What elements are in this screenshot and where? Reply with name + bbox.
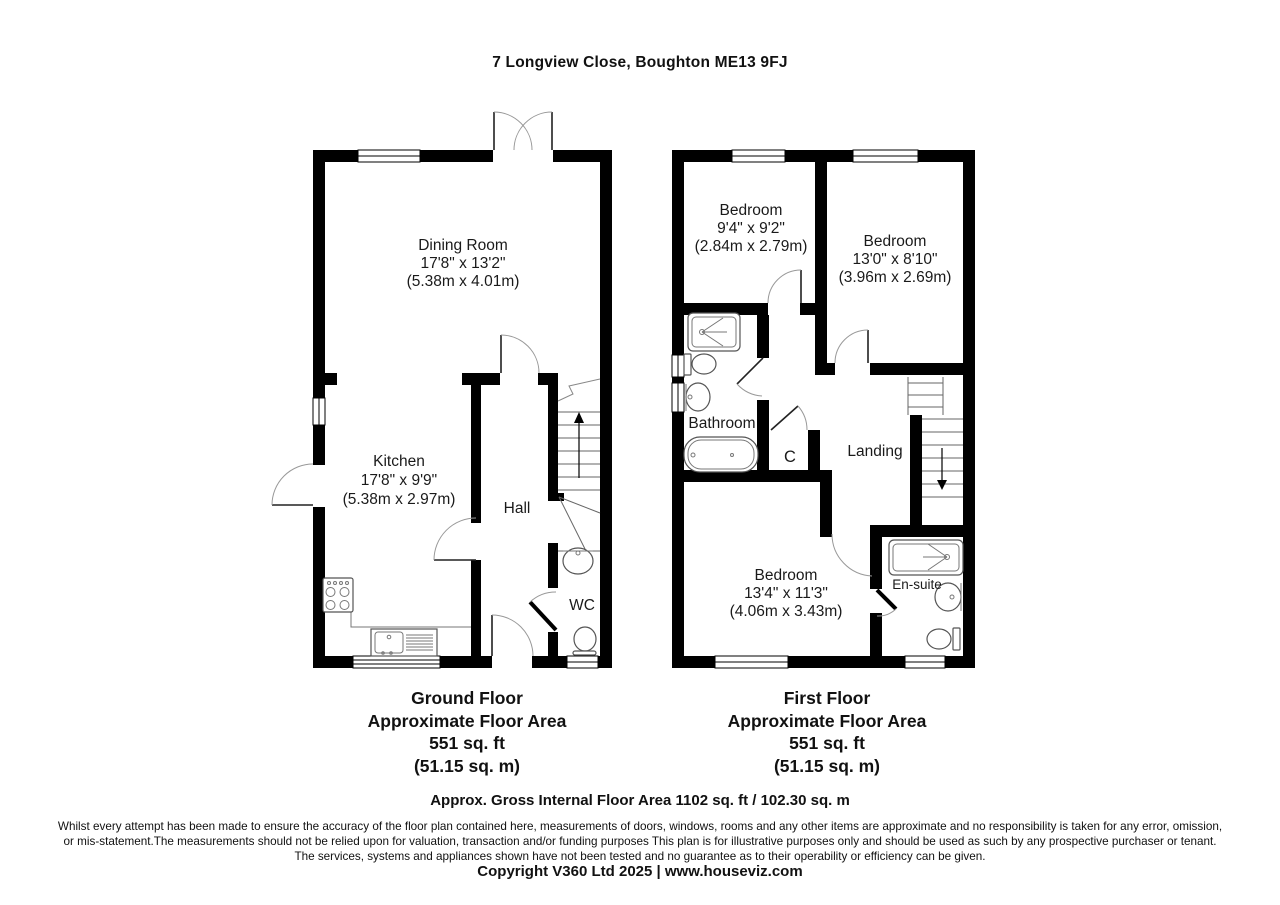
door-bathroom xyxy=(736,357,764,397)
disclaimer-line-3: The services, systems and appliances sho… xyxy=(294,849,986,863)
window-ensuite-bottom xyxy=(904,655,946,669)
ground-floor-title: Ground Floor xyxy=(411,688,523,708)
ground-floor-area-ft: 551 sq. ft xyxy=(429,733,505,753)
stairs-down-arrow xyxy=(937,448,947,490)
window-bedroom2-top xyxy=(852,149,919,163)
cupboard-label: C xyxy=(784,448,796,466)
bedroom1-dims-imperial: 9'4" x 9'2" xyxy=(717,220,785,237)
ensuite-shower-icon xyxy=(888,539,964,576)
window-dining-top xyxy=(357,149,421,163)
window-bedroom3-bottom xyxy=(714,655,789,669)
door-bedroom1 xyxy=(767,269,802,304)
bathroom-shower-icon xyxy=(687,312,741,352)
ground-staircase xyxy=(557,378,601,552)
first-floor-area-m: (51.15 sq. m) xyxy=(773,755,881,776)
copyright-line: Copyright V360 Ltd 2025 | www.houseviz.c… xyxy=(477,863,803,880)
ground-walls xyxy=(313,150,612,668)
bedroom3-dims-imperial: 13'4" x 11'3" xyxy=(744,585,828,602)
disclaimer-line-2: or mis-statement.The measurements should… xyxy=(63,834,1217,848)
disclaimer-text: Whilst every attempt has been made to en… xyxy=(55,820,1225,864)
gross-internal-area: Approx. Gross Internal Floor Area 1102 s… xyxy=(430,792,850,809)
ensuite-toilet-icon xyxy=(926,627,961,651)
hall-label: Hall xyxy=(504,500,531,517)
hob-icon xyxy=(322,577,354,613)
bedroom2-dims-imperial: 13'0" x 8'10" xyxy=(852,251,937,268)
ensuite-basin-icon xyxy=(934,582,962,612)
door-hall-to-dining xyxy=(500,334,540,374)
first-floor-area-ft: 551 sq. ft xyxy=(789,733,865,753)
first-windows xyxy=(671,149,946,669)
door-hall-to-kitchen xyxy=(433,517,477,561)
ground-doors xyxy=(271,111,558,657)
front-door xyxy=(491,614,534,657)
wc-basin-icon xyxy=(562,547,594,575)
dining-room-dims-imperial: 17'8" x 13'2" xyxy=(420,255,505,272)
door-bedroom3 xyxy=(831,533,874,577)
side-entrance-door xyxy=(271,463,314,506)
door-cupboard xyxy=(770,405,808,431)
first-doors xyxy=(736,269,898,617)
kitchen-dims-metric: (5.38m x 2.97m) xyxy=(343,491,456,508)
ground-windows xyxy=(312,149,599,669)
window-bathroom-left-lower xyxy=(671,382,685,413)
disclaimer-line-1: Whilst every attempt has been made to en… xyxy=(57,820,1223,833)
window-wc-bottom xyxy=(566,655,599,669)
ground-floor-area-m: (51.15 sq. m) xyxy=(413,755,521,776)
property-address: 7 Longview Close, Boughton ME13 9FJ xyxy=(492,54,788,71)
first-staircase xyxy=(907,377,963,498)
door-bedroom2 xyxy=(834,329,869,364)
kitchen-label: Kitchen xyxy=(373,453,425,470)
door-ensuite xyxy=(875,588,898,617)
stairs-up-arrow xyxy=(574,412,584,478)
bedroom2-dims-metric: (3.96m x 2.69m) xyxy=(839,269,952,286)
french-doors-dining xyxy=(493,111,553,151)
ground-floor-summary: Ground Floor Approximate Floor Area 551 … xyxy=(311,687,623,777)
bathtub-icon xyxy=(683,436,759,473)
ground-floor-plan: Dining Room 17'8" x 13'2" (5.38m x 4.01m… xyxy=(271,111,612,669)
landing-label: Landing xyxy=(847,443,902,460)
first-walls xyxy=(672,150,975,668)
bedroom1-dims-metric: (2.84m x 2.79m) xyxy=(695,238,808,255)
first-room-labels: Bedroom 9'4" x 9'2" (2.84m x 2.79m) Bedr… xyxy=(688,202,951,620)
first-floor-summary: First Floor Approximate Floor Area 551 s… xyxy=(668,687,986,777)
window-kitchen-bottom xyxy=(352,655,441,669)
kitchen-sink-icon xyxy=(370,628,438,657)
bedroom1-label: Bedroom xyxy=(720,202,783,219)
window-kitchen-left xyxy=(312,397,326,426)
ground-room-labels: Dining Room 17'8" x 13'2" (5.38m x 4.01m… xyxy=(343,237,595,614)
first-floor-plan: Bedroom 9'4" x 9'2" (2.84m x 2.79m) Bedr… xyxy=(671,149,975,669)
wc-label: WC xyxy=(569,597,595,614)
wc-toilet-icon xyxy=(572,626,597,656)
bathroom-basin-icon xyxy=(685,382,711,412)
bedroom3-label: Bedroom xyxy=(755,567,818,584)
dining-room-label: Dining Room xyxy=(418,237,508,254)
ground-floor-area-label: Approximate Floor Area xyxy=(367,710,567,731)
window-bathroom-left-upper xyxy=(671,354,685,378)
bathroom-label: Bathroom xyxy=(688,415,755,432)
first-floor-title: First Floor xyxy=(783,688,871,708)
kitchen-dims-imperial: 17'8" x 9'9" xyxy=(361,472,437,489)
ensuite-label: En-suite xyxy=(892,577,942,592)
bedroom3-dims-metric: (4.06m x 3.43m) xyxy=(730,603,843,620)
dining-room-dims-metric: (5.38m x 4.01m) xyxy=(407,273,520,290)
bathroom-toilet-icon xyxy=(683,353,717,376)
first-floor-area-label: Approximate Floor Area xyxy=(727,710,927,731)
wc-door xyxy=(528,591,558,632)
window-bedroom1-top xyxy=(731,149,786,163)
bedroom2-label: Bedroom xyxy=(864,233,927,250)
